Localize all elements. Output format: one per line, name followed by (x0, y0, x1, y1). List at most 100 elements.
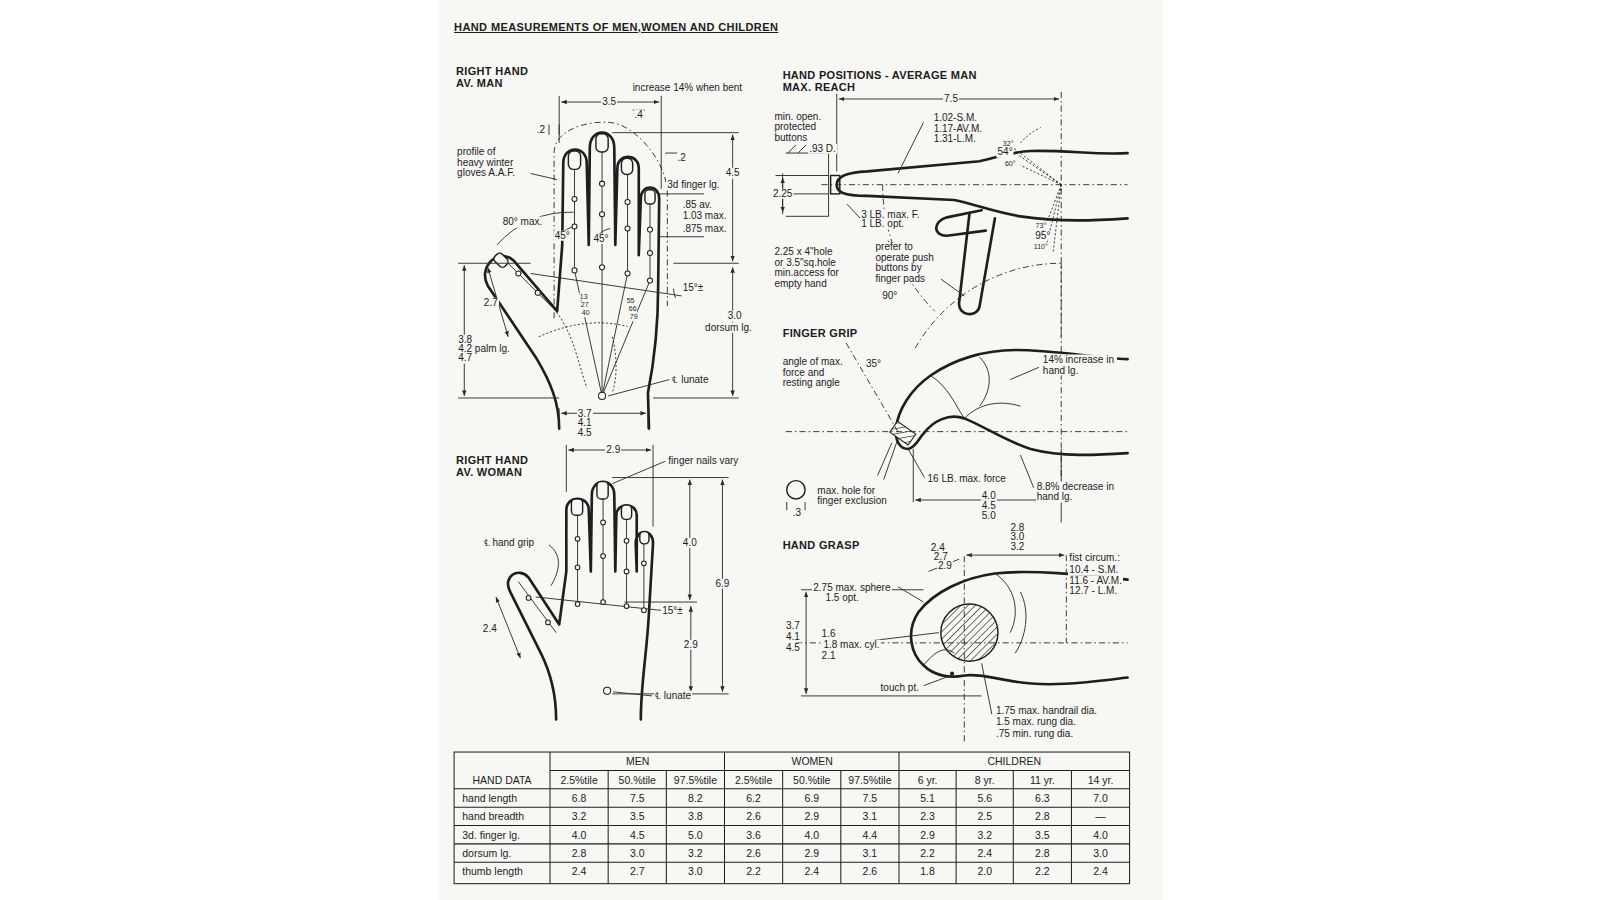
dimension-label: 2.9 (605, 445, 621, 456)
dimension-label: .3 (792, 508, 802, 519)
table-cell: 2.8 (1034, 848, 1051, 859)
table-cell: 11 yr. (1029, 774, 1056, 785)
dimension-label: 80° max. (502, 217, 544, 228)
pointing-finger (959, 214, 995, 314)
nail (640, 532, 649, 544)
table-cell: hand breadth (461, 811, 525, 822)
dimension-label: increase 14% when bent (632, 83, 744, 94)
table-cell: 4.0 (803, 829, 820, 840)
dimension-label: 95° (1034, 230, 1051, 241)
angle-figure: 66 (628, 305, 638, 313)
table-cell: 2.9 (803, 848, 820, 859)
dimension-label: 4.7 (457, 353, 473, 364)
table-cell: 5.1 (919, 792, 936, 803)
dimension-label: max. hole for finger exclusion (816, 485, 889, 506)
grip-block (890, 421, 916, 445)
section-heading: FINGER GRIP (782, 327, 859, 339)
dimension-label: 4.5 (981, 501, 997, 512)
nail (621, 158, 632, 174)
table-cell: 8.2 (687, 792, 704, 803)
dimension-label: 3.7 (785, 620, 801, 631)
table-cell: 3.6 (745, 829, 762, 840)
table-cell: 97.5%tile (847, 774, 892, 785)
table-cell: 3.5 (629, 811, 646, 822)
dimension-label: profile of heavy winter gloves A.A.F. (456, 148, 518, 180)
dimension-label: 4.0 (682, 538, 698, 549)
dimension-label: 2.9 (683, 640, 699, 651)
table-cell: 97.5%tile (673, 774, 718, 785)
dimension-label: 1.17-AV.M. (933, 123, 983, 134)
table-cell: 3.1 (862, 848, 879, 859)
table-cell: 3.8 (687, 811, 704, 822)
finger-centerlines (518, 484, 678, 633)
dimension-label: 1.5 opt. (824, 593, 859, 604)
dimension-line (464, 265, 465, 396)
table-cell: 4.0 (571, 829, 588, 840)
angle-figure: 40 (581, 310, 591, 318)
nail (645, 190, 655, 204)
table-cell: 3.0 (687, 866, 704, 877)
table-cell: dorsum lg. (461, 848, 512, 859)
data-table-grid (454, 752, 1130, 884)
table-cell: — (1094, 811, 1107, 822)
dimension-label: 12.7 - L.M. (1068, 586, 1118, 597)
nail (621, 505, 631, 519)
table-cell: 3.2 (571, 811, 588, 822)
finger-centerlines (502, 135, 682, 396)
table-rules (454, 752, 1130, 884)
table-cell: CHILDREN (986, 756, 1042, 767)
dimension-label: .2 (676, 153, 686, 164)
table-cell: 2.2 (745, 866, 762, 877)
dimension-label: 4.0 (981, 491, 997, 502)
centerlines (796, 555, 1128, 743)
dimension-label: .85 av. (682, 200, 713, 211)
dimension-label: 15°± (682, 283, 705, 294)
angle-figure: 110° (1033, 243, 1049, 251)
nail (597, 482, 608, 499)
table-cell: 8 yr. (974, 774, 996, 785)
dimension-label: min. open. protected buttons (773, 112, 824, 144)
table-cell: 2.5%tile (559, 774, 598, 785)
table-cell: 3d. finger lg. (461, 829, 521, 840)
table-cell: 4.4 (862, 829, 879, 840)
dimension-label: 2.1 (821, 651, 837, 662)
angle-rays (1012, 128, 1061, 254)
dimension-label: .2 (536, 124, 546, 135)
table-cell: 50.%tile (618, 774, 657, 785)
table-cell: 2.6 (745, 811, 762, 822)
angle-arcs (497, 212, 676, 298)
dimension-label: 1.6 (821, 628, 837, 639)
woman-hand-outline (508, 482, 653, 720)
dimension-label: 35° (865, 359, 882, 370)
dimension-label: touch pt. (880, 683, 920, 694)
dimension-label: 10.4 - S.M. (1068, 565, 1119, 576)
dimension-label: ℄ hand grip (483, 538, 535, 549)
finger-creases (923, 573, 1026, 665)
table-cell: 2.5 (976, 811, 993, 822)
table-cell: thumb length (461, 866, 524, 877)
table-cell: 50.%tile (792, 774, 831, 785)
table-cell: 2.2 (919, 848, 936, 859)
table-cell: 3.0 (629, 848, 646, 859)
table-cell: 7.5 (862, 792, 879, 803)
table-cell: HAND DATA (471, 774, 532, 785)
dimension-label: 1.03 max. (682, 211, 728, 222)
dimension-label: angle of max. force and resting angle (782, 358, 846, 390)
dimension-label: 45° (592, 234, 609, 245)
dimension-label: 14% increase in hand lg. (1042, 355, 1117, 376)
dimension-label: 6.9 (714, 578, 730, 589)
dimension-line (806, 592, 807, 694)
table-cell: hand length (461, 792, 518, 803)
nail (571, 499, 582, 515)
dimension-label: dorsum lg. (704, 322, 753, 333)
table-cell: 6.3 (1034, 792, 1051, 803)
dimension-label: 3d finger lg. (666, 179, 720, 190)
grasp-hand-outline (911, 572, 1128, 684)
palm-creases (539, 306, 628, 393)
grip-hand-outline (896, 350, 1128, 455)
dimension-label: 15°± (661, 606, 684, 617)
table-cell: 3.5 (1034, 829, 1051, 840)
table-cell: 1.8 (919, 866, 936, 877)
angle-figure: 13 (579, 293, 589, 301)
